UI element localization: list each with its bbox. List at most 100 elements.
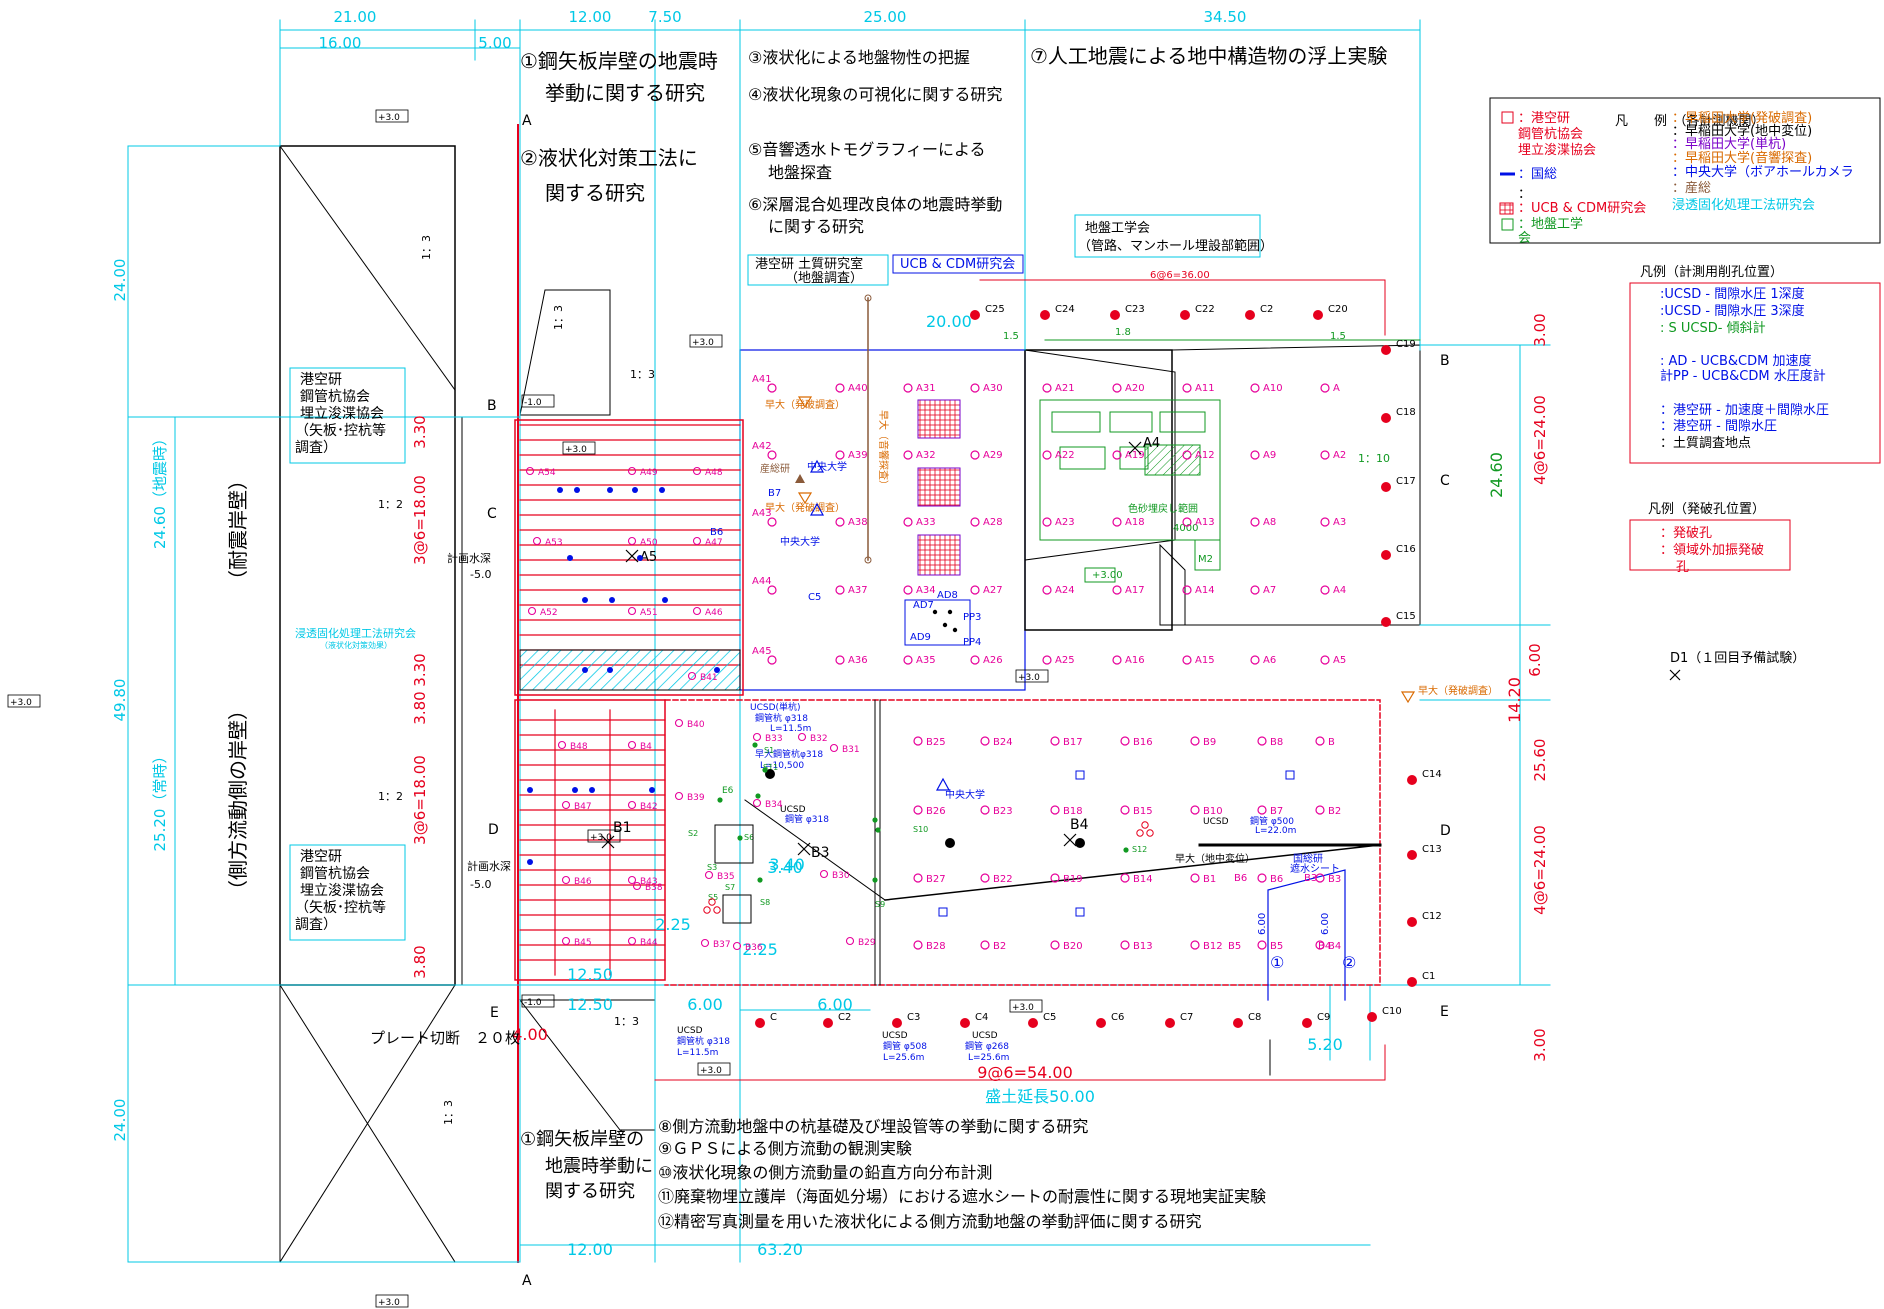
elevation-tag-box (375, 109, 409, 123)
ucsd-note: 早大鋼管杭φ318 (755, 748, 823, 760)
blast-hole-label: A33 (916, 517, 936, 528)
legend-title: 凡例（計測用削孔位置） (1640, 264, 1783, 280)
blast-hole (674, 718, 684, 728)
dimension-label: 12.00 (569, 8, 612, 26)
dimension-label: 5.00 (478, 34, 511, 52)
d1-test-cross (1669, 669, 1681, 681)
kokusou-note: 国総研 (1293, 852, 1323, 865)
elevation-tag: -1.0 (524, 998, 542, 1008)
inclinometer (1123, 847, 1129, 853)
blast-hole (627, 936, 637, 946)
legend-item: : AD - UCB&CDM 加速度 (1660, 353, 1811, 369)
blast-hole-label: C7 (1180, 1012, 1193, 1023)
dimension-label: 24.60 (1487, 452, 1506, 498)
blast-hole-label: A17 (1125, 585, 1145, 596)
blast-hole (1042, 585, 1052, 595)
blast-hole (1190, 873, 1200, 883)
blast-hole-label: C22 (1195, 304, 1215, 315)
legend-swatch-red-square (1501, 111, 1514, 124)
research-title: ⑩液状化現象の側方流動量の鉛直方向分布計測 (658, 1163, 992, 1182)
blast-hole-outside (1180, 310, 1190, 320)
lab-label: （地盤調査） (785, 271, 863, 286)
section-mark: B (1440, 353, 1450, 369)
blast-hole (980, 805, 990, 815)
instrument-label: S7 (725, 883, 735, 892)
legend-item: ：早稲田大学(地中変位) (1672, 123, 1812, 139)
blast-hole-label: A11 (1195, 383, 1215, 394)
blast-hole-label: B32 (810, 734, 828, 744)
org-label: 鋼管杭協会 (300, 866, 370, 882)
slope-label: 1：3 (420, 235, 433, 260)
blast-hole (557, 740, 567, 750)
blast-hole-label: A52 (540, 608, 558, 618)
research-title: 関する研究 (545, 1181, 635, 1202)
legend-item: ：港空研 - 間隙水圧 (1660, 419, 1777, 434)
blast-hole-label: C16 (1396, 544, 1416, 555)
legend-item: ：中央大学（ボアホールカメラ (1672, 164, 1854, 180)
blast-hole-outside (1407, 917, 1417, 927)
instrument-label: AD9 (910, 632, 931, 643)
blast-hole-label: A2 (1333, 450, 1346, 461)
jgs-note: M2 (1198, 554, 1213, 565)
blast-hole-label: A21 (1055, 383, 1075, 394)
elevation-tag-box (1009, 999, 1043, 1013)
blast-hole-label: C2 (1260, 304, 1273, 315)
dimension-label: 6.00 (687, 995, 723, 1014)
blast-hole-label: C17 (1396, 476, 1416, 487)
blast-hole-outside (1096, 1018, 1106, 1028)
colored-sand-fill (1144, 444, 1201, 476)
pore-pressure-gauge (637, 555, 643, 561)
dimension-label: 4@6=24.00 (1531, 395, 1549, 485)
blast-hole (903, 383, 913, 393)
blast-hole-label: A7 (1263, 585, 1276, 596)
blast-hole (1112, 517, 1122, 527)
dimension-label: 2.25 (655, 915, 691, 934)
research-title: ⑨ＧＰＳによる側方流動の観測実験 (658, 1139, 912, 1158)
blast-hole (692, 466, 702, 476)
blast-hole-label: B7 (1270, 806, 1283, 817)
blast-hole (835, 450, 845, 460)
blast-hole-label: A37 (848, 585, 868, 596)
blast-hole-label: C13 (1422, 844, 1442, 855)
blast-hole-label: A54 (538, 468, 556, 478)
legend-item: 埋立浚渫協会 (1518, 143, 1596, 158)
chuo-borehole-marker (809, 459, 825, 473)
blast-hole-label: A44 (752, 576, 772, 587)
accelerometer-ad (942, 622, 948, 628)
blast-hole-label: B24 (993, 737, 1013, 748)
blast-hole-label: B34 (765, 800, 783, 810)
blast-hole-label: A48 (705, 468, 723, 478)
blast-hole (970, 383, 980, 393)
blast-hole (632, 881, 642, 891)
section-mark: B (487, 398, 497, 414)
blast-hole (903, 517, 913, 527)
ucsd-note: UCSD (882, 1031, 908, 1041)
legend-item: ：港空研 - 加速度＋間隙水圧 (1660, 402, 1829, 418)
blast-hole-label: A53 (545, 538, 563, 548)
research-title: 挙動に関する研究 (545, 81, 705, 105)
blast-hole-outside (1381, 617, 1391, 627)
instrument-label: S2 (688, 829, 698, 838)
research-title: ②液状化対策工法に (520, 146, 698, 170)
blast-hole (970, 517, 980, 527)
research-title: 関する研究 (545, 181, 645, 205)
dimension-label: 2.25 (742, 940, 778, 959)
side-label-upper: （耐震岸壁） (226, 470, 250, 590)
blast-hole (687, 671, 697, 681)
ucb-box (892, 254, 1024, 274)
instrument-label: S9 (875, 900, 885, 909)
blast-hole-label: B27 (926, 874, 946, 885)
blast-hole-label: B39 (687, 793, 705, 803)
research-title: ③液状化による地盤物性の把握 (748, 48, 970, 67)
elevation-tag: +3.0 (692, 338, 714, 348)
ucsd-note: 鋼管杭 φ318 (755, 712, 808, 724)
blast-hole-label: B17 (1063, 737, 1083, 748)
blast-hole (1320, 585, 1330, 595)
ucsd-note: L=11.5m (677, 1048, 718, 1058)
jgs-note: 1.8 (1115, 327, 1131, 338)
jgs-label: 地盤工学会 (1085, 220, 1150, 236)
blast-hole-label: A32 (916, 450, 936, 461)
blast-hole-outside (1028, 1018, 1038, 1028)
blast-hole (829, 743, 839, 753)
blast-hole (704, 870, 714, 880)
